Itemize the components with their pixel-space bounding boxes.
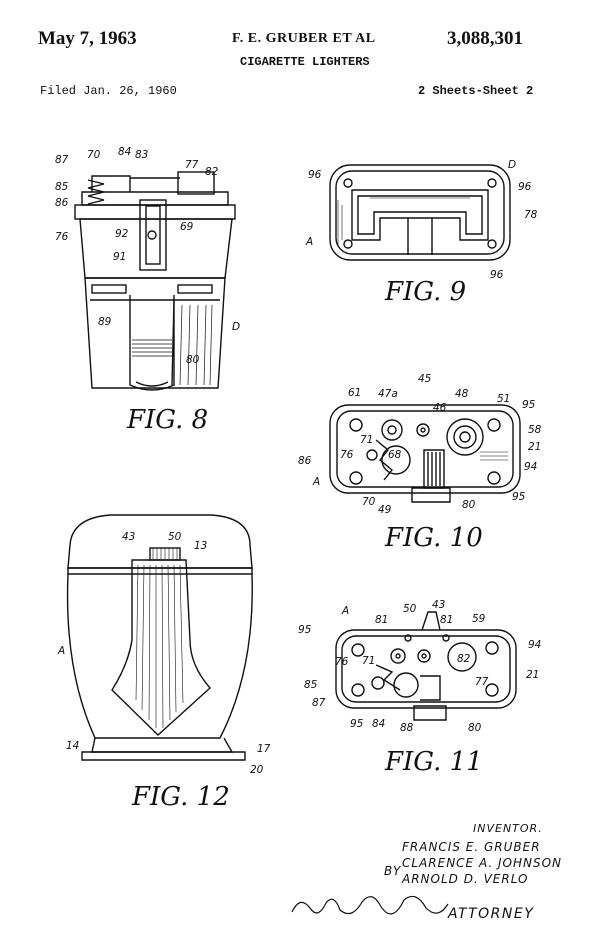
figure-12-caption: FIG. 12	[131, 782, 230, 812]
svg-text:77: 77	[475, 676, 489, 688]
svg-text:77: 77	[185, 159, 199, 171]
svg-text:71: 71	[362, 655, 375, 667]
svg-text:17: 17	[257, 743, 271, 755]
svg-text:95: 95	[350, 718, 364, 730]
figure-10-labels: 61 47a 45 48 51 95 46 58 71 21 86 76 68A 94 7049 8…	[298, 373, 542, 516]
svg-text:76: 76	[335, 656, 349, 668]
inventor-name-1: FRANCIS E. GRUBER	[402, 840, 541, 854]
svg-text:61: 61	[348, 387, 361, 399]
svg-text:92: 92	[115, 228, 129, 240]
svg-text:69: 69	[180, 221, 194, 233]
figure-11-caption: FIG. 11	[384, 747, 483, 777]
svg-text:A: A	[312, 476, 320, 488]
attorney-label: ATTORNEY	[448, 906, 534, 922]
svg-text:85: 85	[55, 181, 69, 193]
svg-text:71: 71	[360, 434, 373, 446]
svg-text:96: 96	[308, 169, 322, 181]
svg-text:D: D	[232, 321, 240, 333]
figure-8-drawing	[75, 172, 235, 390]
inventor-name-3: ARNOLD D. VERLO	[402, 872, 528, 886]
svg-text:96: 96	[490, 269, 504, 281]
svg-text:43: 43	[122, 531, 135, 543]
svg-text:95: 95	[512, 491, 526, 503]
svg-text:A: A	[341, 605, 349, 617]
svg-text:85: 85	[304, 679, 318, 691]
svg-text:96: 96	[518, 181, 532, 193]
svg-text:A: A	[305, 236, 313, 248]
svg-text:94: 94	[524, 461, 537, 473]
svg-text:82: 82	[457, 653, 471, 665]
svg-text:86: 86	[55, 197, 69, 209]
svg-text:80: 80	[186, 354, 200, 366]
svg-text:81: 81	[440, 614, 453, 626]
svg-text:68: 68	[388, 449, 402, 461]
svg-text:46: 46	[433, 402, 447, 414]
svg-text:14: 14	[66, 740, 79, 752]
svg-text:50: 50	[403, 603, 417, 615]
svg-text:87: 87	[55, 154, 69, 166]
svg-text:78: 78	[524, 209, 538, 221]
svg-text:48: 48	[455, 388, 469, 400]
signature-drawing	[292, 896, 448, 913]
svg-text:80: 80	[468, 722, 482, 734]
svg-text:20: 20	[250, 764, 264, 776]
svg-text:47a: 47a	[378, 388, 398, 400]
figure-8-caption: FIG. 8	[126, 405, 208, 435]
figure-9-caption: FIG. 9	[384, 277, 466, 307]
svg-text:A: A	[57, 645, 65, 657]
by-label: BY	[384, 864, 401, 878]
svg-text:13: 13	[194, 540, 207, 552]
figure-10-drawing	[330, 405, 520, 502]
svg-text:51: 51	[497, 393, 510, 405]
inventor-name-2: CLARENCE A. JOHNSON	[402, 856, 562, 870]
svg-text:91: 91	[113, 251, 126, 263]
svg-text:58: 58	[528, 424, 542, 436]
svg-text:49: 49	[378, 504, 392, 516]
svg-text:84: 84	[372, 718, 385, 730]
svg-text:21: 21	[526, 669, 539, 681]
svg-text:43: 43	[432, 599, 445, 611]
svg-text:D: D	[508, 159, 516, 171]
svg-text:83: 83	[135, 149, 148, 161]
svg-text:82: 82	[205, 166, 219, 178]
svg-text:70: 70	[87, 149, 101, 161]
svg-text:80: 80	[462, 499, 476, 511]
svg-text:59: 59	[472, 613, 486, 625]
svg-text:76: 76	[55, 231, 69, 243]
svg-text:84: 84	[118, 146, 131, 158]
svg-text:45: 45	[418, 373, 432, 385]
figure-9-drawing	[330, 165, 510, 260]
svg-text:88: 88	[400, 722, 414, 734]
figure-12-drawing	[68, 515, 253, 760]
svg-text:95: 95	[298, 624, 312, 636]
svg-text:76: 76	[340, 449, 354, 461]
svg-text:94: 94	[528, 639, 541, 651]
svg-text:81: 81	[375, 614, 388, 626]
svg-text:87: 87	[312, 697, 326, 709]
svg-text:95: 95	[522, 399, 536, 411]
svg-text:89: 89	[98, 316, 112, 328]
inventor-heading: INVENTOR.	[473, 822, 543, 835]
svg-text:50: 50	[168, 531, 182, 543]
svg-text:70: 70	[362, 496, 376, 508]
svg-text:21: 21	[528, 441, 541, 453]
figure-10-caption: FIG. 10	[384, 523, 483, 553]
figure-11-labels: A 50 43 81 81 59 95 94 76 71 82 21 85 77 87 95 84 88…	[298, 599, 541, 734]
svg-text:86: 86	[298, 455, 312, 467]
